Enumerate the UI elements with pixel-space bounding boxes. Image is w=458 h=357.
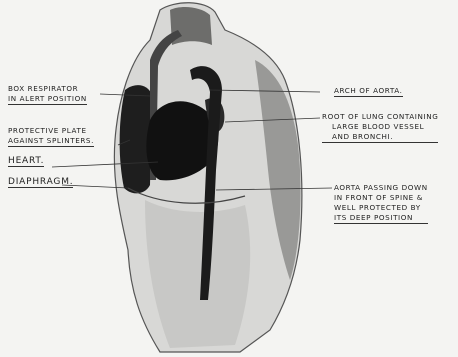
label-box-respirator-line1: BOX RESPIRATOR <box>8 84 87 94</box>
label-aorta-down-line3: WELL PROTECTED BY <box>334 203 428 213</box>
label-box-respirator: BOX RESPIRATOR IN ALERT POSITION <box>8 84 87 105</box>
label-aorta-down-line2: IN FRONT OF SPINE & <box>334 193 428 203</box>
label-diaphragm: DIAPHRAGM. <box>8 177 73 188</box>
label-protective-plate-line1: PROTECTIVE PLATE <box>8 126 94 136</box>
label-root-of-lung: ROOT OF LUNG CONTAINING LARGE BLOOD VESS… <box>322 112 438 143</box>
label-aorta-down-line4: ITS DEEP POSITION <box>334 213 428 224</box>
label-heart: HEART. <box>8 156 44 167</box>
label-box-respirator-line2: IN ALERT POSITION <box>8 94 87 105</box>
label-protective-plate-line2: AGAINST SPLINTERS. <box>8 136 94 147</box>
label-root-of-lung-line1: ROOT OF LUNG CONTAINING <box>322 112 438 122</box>
label-aorta-down: AORTA PASSING DOWN IN FRONT OF SPINE & W… <box>334 183 428 224</box>
label-aorta-down-line1: AORTA PASSING DOWN <box>334 183 428 193</box>
label-root-of-lung-line2: LARGE BLOOD VESSEL <box>322 122 438 132</box>
label-protective-plate: PROTECTIVE PLATE AGAINST SPLINTERS. <box>8 126 94 147</box>
label-arch-of-aorta: ARCH OF AORTA. <box>334 86 403 97</box>
label-root-of-lung-line3: AND BRONCHI. <box>322 132 438 143</box>
